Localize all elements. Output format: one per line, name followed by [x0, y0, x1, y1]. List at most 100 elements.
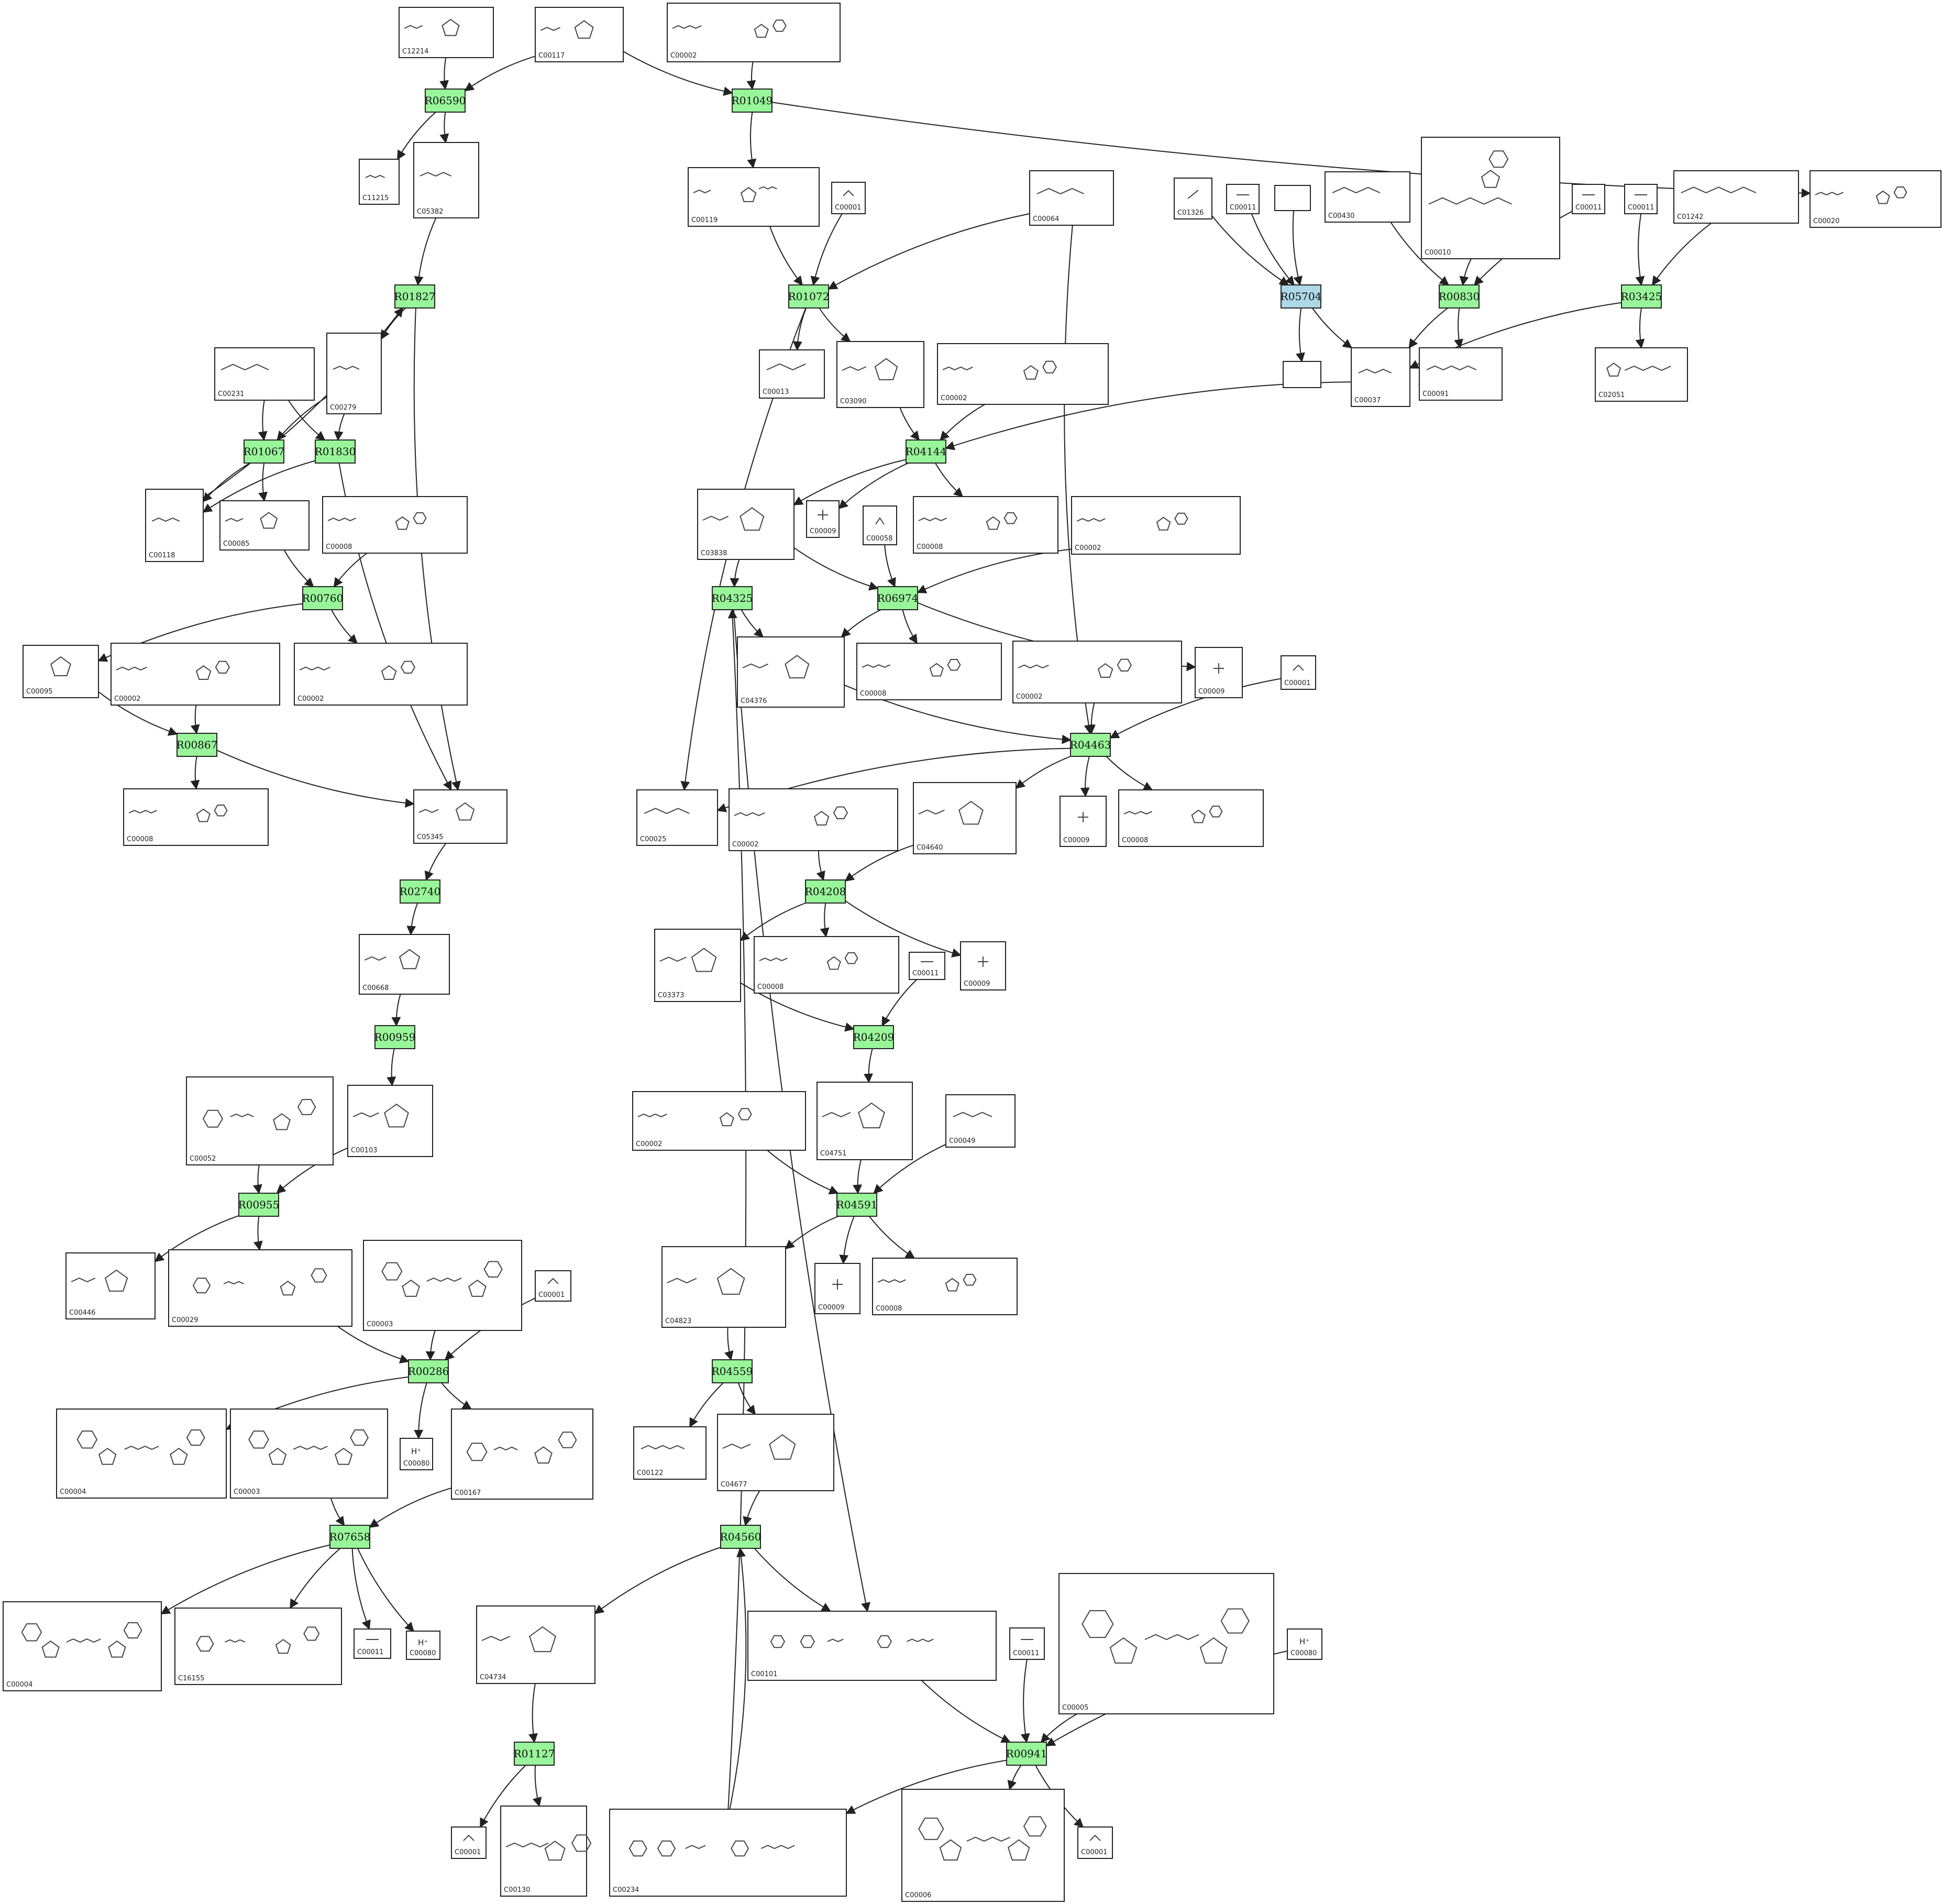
- compound-c00119[interactable]: C00119: [688, 167, 820, 227]
- reaction-r06590[interactable]: R06590: [425, 89, 466, 113]
- compound-c04677[interactable]: C04677: [717, 1414, 834, 1491]
- compound-c00011_d[interactable]: C00011: [909, 952, 945, 980]
- compound-blank_a[interactable]: [1274, 185, 1311, 211]
- compound-c00006[interactable]: C00006: [901, 1789, 1065, 1902]
- compound-c00009_d[interactable]: C00009: [960, 941, 1006, 990]
- compound-c00009_b[interactable]: C00009: [1195, 647, 1243, 698]
- compound-c00085[interactable]: C00085: [219, 500, 310, 551]
- reaction-r01067[interactable]: R01067: [244, 439, 285, 464]
- compound-c00101[interactable]: C00101: [747, 1611, 997, 1681]
- compound-c00008_e[interactable]: C00008: [1118, 789, 1264, 847]
- reaction-r04591[interactable]: R04591: [836, 1193, 878, 1217]
- reaction-r07658[interactable]: R07658: [329, 1525, 371, 1549]
- compound-c00091[interactable]: C00091: [1419, 347, 1503, 401]
- compound-c00049[interactable]: C00049: [945, 1094, 1016, 1148]
- compound-c03838[interactable]: C03838: [697, 489, 795, 560]
- compound-c02051[interactable]: C02051: [1595, 347, 1688, 402]
- compound-c00037[interactable]: C00037: [1351, 347, 1410, 407]
- compound-c05345[interactable]: C05345: [413, 789, 507, 844]
- compound-c00052[interactable]: C00052: [186, 1076, 334, 1165]
- compound-c03373[interactable]: C03373: [654, 929, 741, 1002]
- reaction-r06974[interactable]: R06974: [877, 586, 919, 610]
- compound-c00002_d[interactable]: C00002: [111, 643, 280, 706]
- reaction-r01049[interactable]: R01049: [732, 89, 773, 113]
- compound-c00130[interactable]: C00130: [500, 1806, 592, 1897]
- compound-c00011_c[interactable]: C00011: [1624, 184, 1658, 214]
- compound-c00002_c[interactable]: C00002: [1071, 496, 1241, 555]
- compound-c03090[interactable]: C03090: [836, 341, 924, 408]
- compound-c00064[interactable]: C00064: [1029, 170, 1114, 226]
- compound-c00001_e[interactable]: C00001: [1077, 1826, 1113, 1859]
- compound-c00013[interactable]: C00013: [759, 349, 825, 399]
- compound-c00008_a[interactable]: C00008: [322, 496, 468, 554]
- reaction-r04325[interactable]: R04325: [712, 586, 753, 610]
- compound-c00003_b[interactable]: C00003: [230, 1408, 388, 1499]
- compound-c05382[interactable]: C05382: [413, 142, 479, 218]
- compound-c00004_a[interactable]: C00004: [56, 1408, 227, 1499]
- compound-c00003_a[interactable]: C00003: [363, 1240, 522, 1331]
- compound-c00430[interactable]: C00430: [1325, 171, 1410, 223]
- compound-c00029[interactable]: C00029: [168, 1249, 352, 1327]
- compound-c04751[interactable]: C04751: [816, 1082, 913, 1160]
- compound-c00011_e[interactable]: C00011: [354, 1628, 391, 1659]
- compound-c04376[interactable]: C04376: [737, 636, 845, 708]
- compound-c04640[interactable]: C04640: [913, 782, 1017, 854]
- compound-c00025[interactable]: C00025: [636, 789, 718, 846]
- compound-c00001_d[interactable]: C00001: [451, 1826, 487, 1859]
- compound-c00231[interactable]: C00231: [214, 347, 315, 401]
- compound-c04734[interactable]: C04734: [476, 1605, 595, 1684]
- compound-c00004_b[interactable]: C00004: [3, 1601, 162, 1691]
- compound-c00005[interactable]: C00005: [1058, 1573, 1274, 1714]
- compound-c00668[interactable]: C00668: [359, 934, 450, 995]
- compound-c00001_a[interactable]: C00001: [831, 182, 866, 214]
- compound-c00001_c[interactable]: C00001: [535, 1270, 571, 1302]
- compound-c00279[interactable]: C00279: [326, 333, 382, 414]
- compound-c00011_a[interactable]: C00011: [1226, 184, 1260, 214]
- reaction-r04560[interactable]: R04560: [720, 1525, 762, 1549]
- compound-c00009_a[interactable]: C00009: [806, 500, 840, 538]
- compound-c00008_g[interactable]: C00008: [872, 1258, 1018, 1315]
- reaction-r00760[interactable]: R00760: [302, 586, 344, 610]
- compound-c00002_f[interactable]: C00002: [1012, 641, 1182, 703]
- compound-c00010[interactable]: C00010: [1421, 137, 1560, 259]
- compound-c12214[interactable]: C12214: [399, 7, 494, 58]
- compound-c04823[interactable]: C04823: [661, 1246, 786, 1328]
- compound-c00080_a[interactable]: H⁺C00080: [400, 1438, 433, 1470]
- compound-c00002_top[interactable]: C00002: [667, 3, 841, 62]
- compound-c01326[interactable]: C01326: [1174, 178, 1212, 219]
- compound-c00002_g[interactable]: C00002: [729, 788, 898, 851]
- compound-c00002_b[interactable]: C00002: [937, 343, 1109, 405]
- reaction-r00286[interactable]: R00286: [408, 1359, 449, 1383]
- compound-c00117[interactable]: C00117: [535, 7, 624, 62]
- reaction-r00955[interactable]: R00955: [238, 1193, 280, 1217]
- compound-c00009_e[interactable]: C00009: [814, 1263, 860, 1314]
- reaction-r00941[interactable]: R00941: [1006, 1742, 1047, 1766]
- reaction-r01127[interactable]: R01127: [514, 1742, 555, 1766]
- compound-c00020[interactable]: C00020: [1809, 170, 1941, 228]
- compound-c00118[interactable]: C00118: [145, 489, 204, 562]
- compound-c00008_f[interactable]: C00008: [754, 936, 899, 994]
- reaction-r02740[interactable]: R02740: [400, 879, 441, 904]
- reaction-r00959[interactable]: R00959: [374, 1025, 416, 1049]
- compound-c00001_b[interactable]: C00001: [1281, 655, 1316, 690]
- compound-c00002_e[interactable]: C00002: [294, 643, 468, 706]
- compound-c00011_b[interactable]: C00011: [1572, 184, 1605, 214]
- compound-c16155[interactable]: C16155: [174, 1608, 342, 1685]
- reaction-r00830[interactable]: R00830: [1439, 284, 1480, 309]
- compound-c00009_c[interactable]: C00009: [1060, 796, 1107, 847]
- reaction-r04463[interactable]: R04463: [1070, 733, 1111, 757]
- reaction-r05704[interactable]: R05704: [1281, 284, 1322, 309]
- compound-c00008_d[interactable]: C00008: [123, 788, 269, 846]
- compound-c00080_b[interactable]: H⁺C00080: [406, 1631, 440, 1660]
- reaction-r03425[interactable]: R03425: [1621, 284, 1662, 309]
- compound-c00234[interactable]: C00234: [609, 1809, 847, 1897]
- compound-c00103[interactable]: C00103: [347, 1085, 433, 1157]
- compound-c00011_f[interactable]: C00011: [1009, 1627, 1045, 1660]
- reaction-r04209[interactable]: R04209: [853, 1025, 895, 1049]
- compound-c00008_c[interactable]: C00008: [856, 643, 1002, 700]
- reaction-r04208[interactable]: R04208: [805, 879, 846, 904]
- compound-c00167[interactable]: C00167: [451, 1408, 593, 1500]
- compound-c00058[interactable]: C00058: [863, 505, 897, 545]
- reaction-r01830[interactable]: R01830: [315, 439, 356, 464]
- compound-c00095[interactable]: C00095: [23, 645, 99, 698]
